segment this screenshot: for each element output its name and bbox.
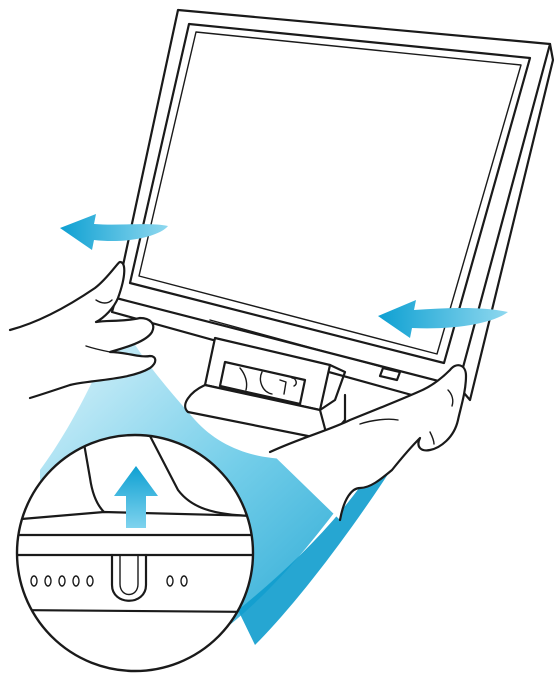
monitor-icon <box>112 10 553 405</box>
stand-base-icon <box>185 338 345 440</box>
